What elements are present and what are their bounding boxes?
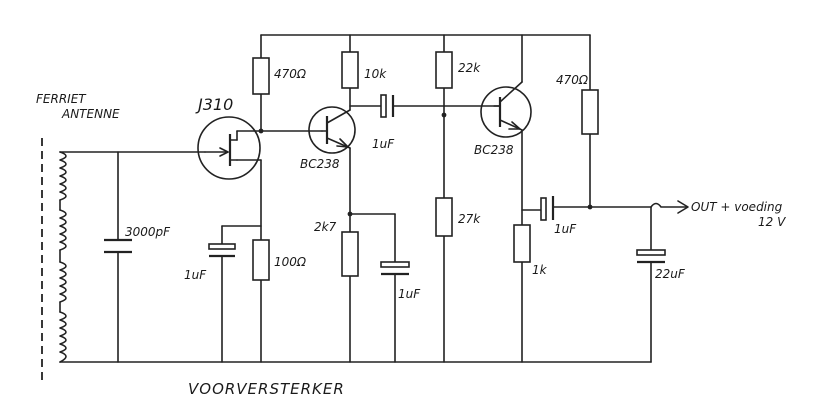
capacitor-3000pf — [104, 238, 132, 254]
label-100: 100Ω — [274, 255, 307, 269]
junction-dot — [587, 204, 593, 210]
antenna-label-line1: FERRIET — [36, 92, 87, 106]
ferrite-antenna — [41, 138, 67, 385]
antenna-coil-lower — [59, 261, 67, 303]
antenna-coil-bottom — [59, 311, 67, 363]
capacitor-1uf-emitter — [380, 261, 410, 276]
junction-dot — [441, 112, 447, 118]
resistor-100 — [252, 239, 270, 281]
resistor-2k7 — [341, 231, 359, 277]
label-2k7: 2k7 — [314, 220, 337, 234]
label-27k: 27k — [458, 212, 481, 226]
transistor-q2-bc238 — [480, 81, 532, 138]
label-3000pf: 3000pF — [125, 225, 171, 239]
resistor-470-b — [581, 89, 599, 135]
label-1uf-emitter: 1uF — [398, 287, 421, 301]
label-470-b: 470Ω — [556, 73, 589, 87]
label-1k: 1k — [532, 263, 548, 277]
output-label-line2: 12 V — [758, 215, 786, 229]
output-arrow — [677, 200, 689, 214]
label-22k: 22k — [458, 61, 481, 75]
output-wire — [650, 202, 687, 208]
label-1uf-source: 1uF — [184, 268, 207, 282]
antenna-coil-upper — [59, 151, 67, 201]
resistor-22k — [435, 51, 453, 89]
transistor-q1-bc238 — [308, 106, 356, 154]
capacitor-22uf — [636, 249, 666, 264]
q2-label: BC238 — [474, 143, 514, 157]
label-1uf-output: 1uF — [554, 222, 577, 236]
q1-label: BC238 — [300, 157, 340, 171]
wiring — [59, 34, 689, 363]
diagram-title: VOORVERSTERKER — [188, 380, 345, 398]
label-470-a: 470Ω — [274, 67, 307, 81]
capacitor-1uf-source — [208, 243, 236, 258]
resistor-10k — [341, 51, 359, 89]
capacitor-1uf-output — [540, 196, 555, 221]
junction-dot — [258, 128, 264, 134]
label-22uf: 22uF — [655, 267, 686, 281]
resistor-470-a — [252, 57, 270, 95]
jfet-label: J310 — [195, 95, 233, 114]
capacitor-1uf-coupling — [380, 94, 395, 118]
label-10k: 10k — [364, 67, 387, 81]
antenna-label-line2: ANTENNE — [61, 107, 120, 121]
resistor-27k — [435, 197, 453, 237]
junction-dot — [347, 211, 353, 217]
antenna-coil-middle — [59, 209, 67, 251]
jfet-j310 — [197, 116, 261, 180]
resistor-1k — [513, 224, 531, 263]
output-label-line1: OUT + voeding — [691, 200, 783, 214]
label-1uf-coupling: 1uF — [372, 137, 395, 151]
